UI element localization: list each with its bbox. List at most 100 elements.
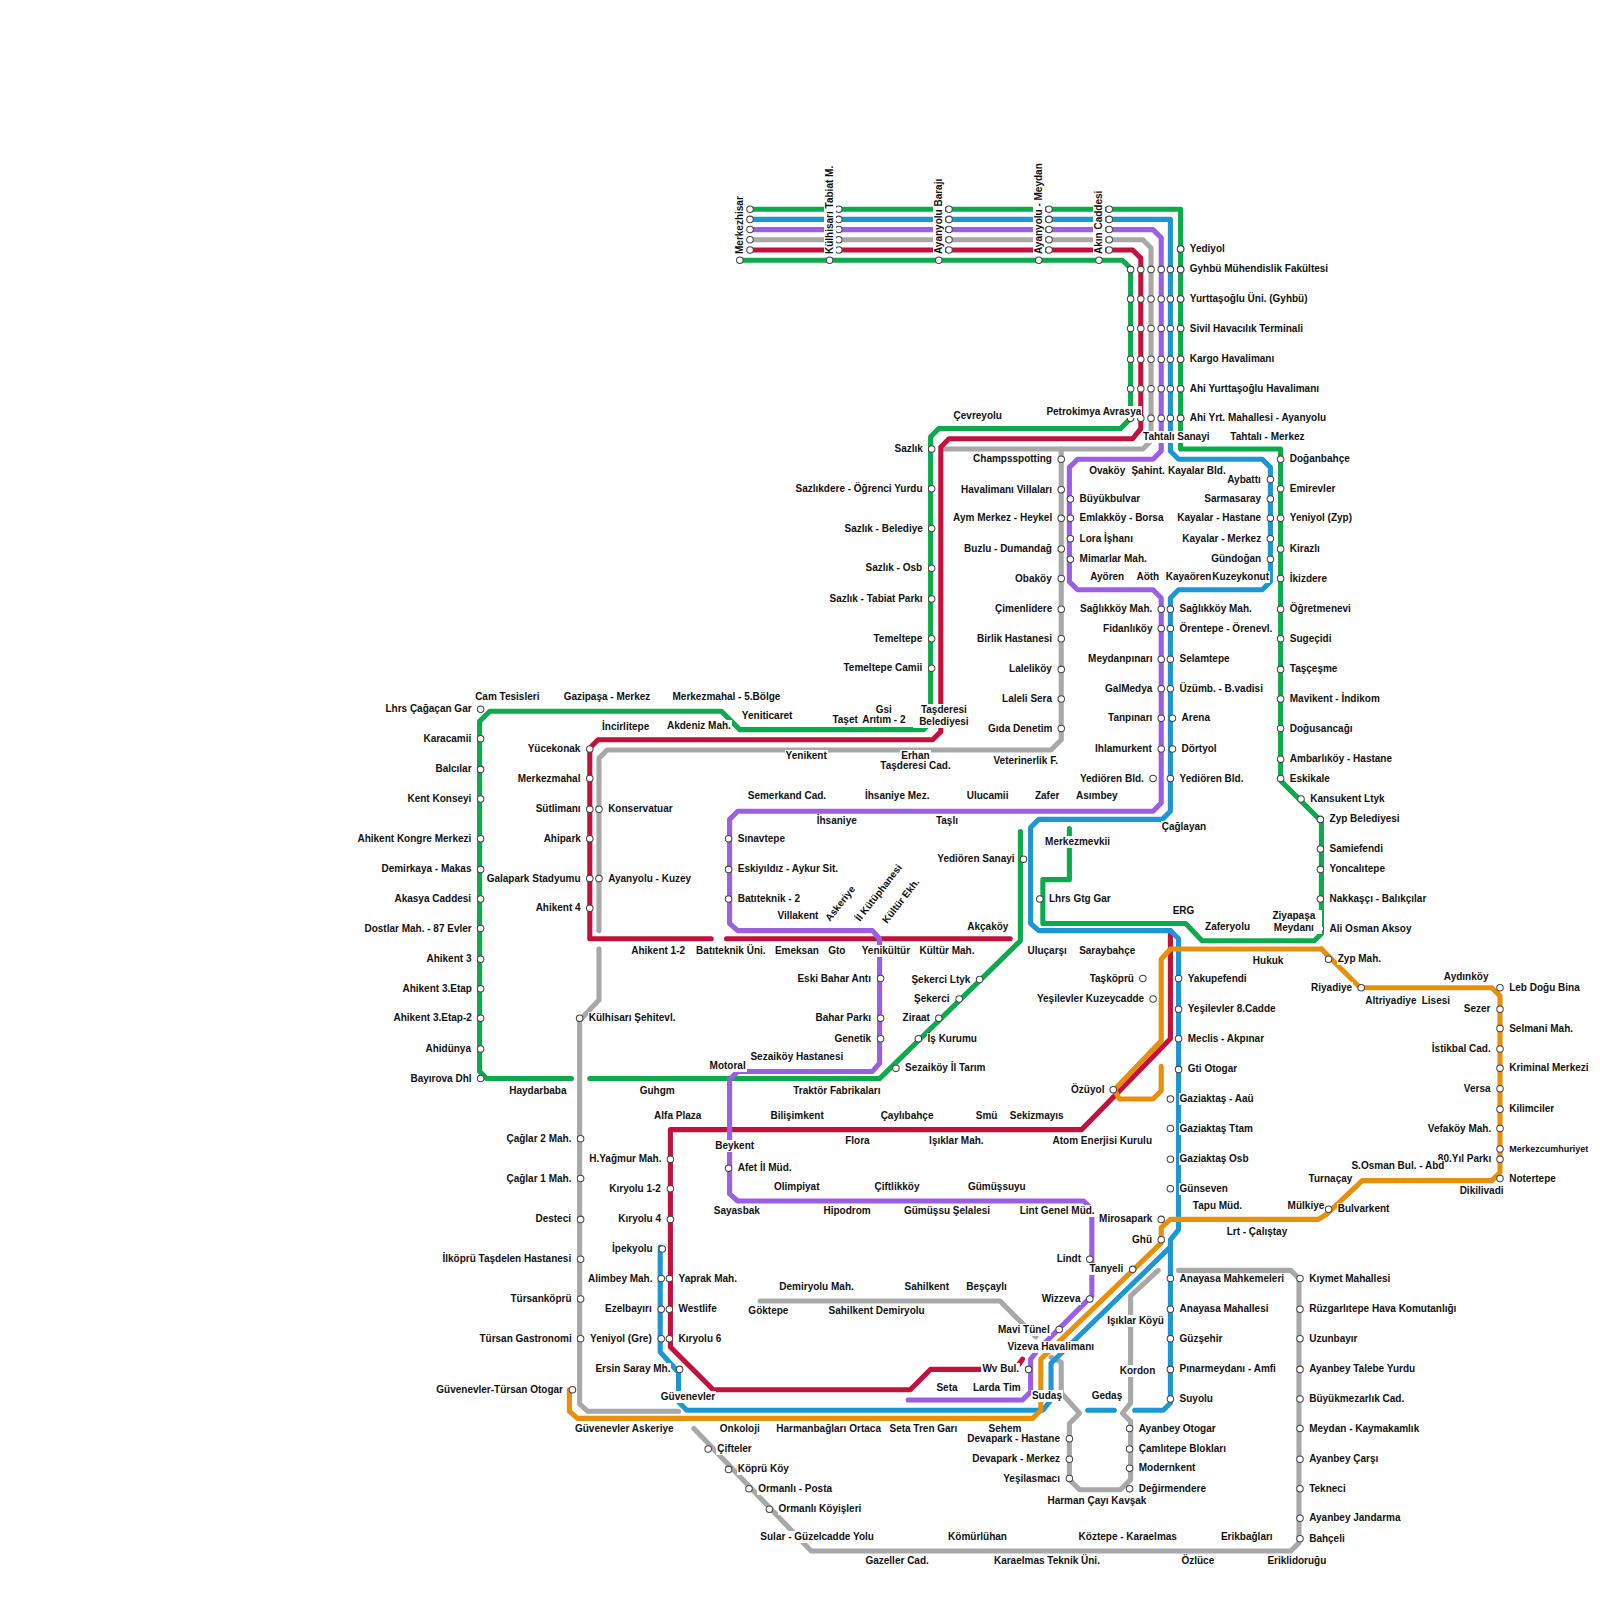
station-dot [1177,266,1184,273]
station-dot [1067,556,1074,563]
station-label: Merkezmevkii [1044,836,1111,848]
station-label: Şekerci [913,993,951,1005]
station-label: Ayanyolu - Meydan [1033,162,1045,255]
station-dot [1126,1465,1133,1472]
station-label: Taşet [831,714,858,726]
station-dot [928,636,935,643]
station-label: Köprü Köy [737,1463,790,1475]
station-dot [1177,415,1184,422]
station-label: Yenikültür [861,945,911,957]
metro-line [727,936,1011,941]
station-label: Aydınköy [1443,971,1490,983]
station-label: Samiefendi [1329,843,1384,855]
station-dot [1110,1087,1117,1094]
station-dot [1177,386,1184,393]
station-dot [1148,325,1155,332]
station-label: Yaprak Mah. [678,1273,738,1285]
station-label: Balcılar [434,763,472,775]
station-label: Westlife [678,1303,718,1315]
station-label: Mimarlar Mah. [1079,553,1148,565]
station-label: Lhrs Çağaçan Gar [384,703,472,715]
station-label: Traktör Fabrikaları [792,1085,881,1097]
station-label: Modernkent [1138,1462,1197,1474]
station-dot [1277,725,1284,732]
station-label: Çağlayan [1161,821,1207,833]
station-label: Karacamii [422,733,472,745]
station-label: Lrt - Çalıştay [1226,1226,1289,1238]
station-label: Vizeva Havalimanı [1007,1341,1096,1353]
station-label: Lora İşhanı [1079,533,1134,545]
station-label: Bulvarkent [1337,1203,1391,1215]
station-label: Harman Çayı Kavşak [1046,1495,1147,1507]
station-dot [1106,247,1113,254]
station-label: Gümüşsu Şelalesi [903,1205,991,1217]
station-label: Tanyeli [1088,1263,1124,1275]
station-label: Ahikent 4 [535,902,582,914]
station-dot [936,1015,943,1022]
station-label: Turnaçay [1308,1173,1354,1185]
station-dot [1277,575,1284,582]
station-dot [477,736,484,743]
station-dot [1126,1425,1133,1432]
station-label: Ambarlıköy - Hastane [1289,753,1393,765]
station-label: Külhisarı Tabiat M. [824,165,836,255]
station-label: Eskiyıldız - Aykur Sit. [737,863,839,875]
station-label: Sugeçidi [1289,633,1333,645]
station-dot [1167,686,1174,693]
station-dot [1277,515,1284,522]
station-label: Kilimciler [1508,1103,1555,1115]
station-dot [1167,656,1174,663]
station-label: Ayanyolu Barajı [933,178,945,255]
station-label: Sahilkent Demiryolu [828,1305,926,1317]
station-dot [1497,1106,1504,1113]
station-label: Bilişimkent [769,1110,824,1122]
station-label: Çaylıbahçe [880,1110,935,1122]
station-dot [477,796,484,803]
station-dot [1148,415,1155,422]
station-label: Champsspotting [972,453,1053,465]
station-label: Flora [844,1135,870,1147]
station-label: Erikbağları [1220,1531,1274,1543]
station-label: Temeltepe [872,633,923,645]
station-label: İpekyolu [611,1243,654,1255]
station-dot [1167,1366,1174,1373]
station-dot [1058,575,1065,582]
station-label: Lhrs Gtg Gar [1048,893,1112,905]
station-label: Taşköprü [1089,973,1135,985]
station-label: Ahi Yurttaşoğlu Havalimanı [1189,383,1320,395]
station-dot [1497,1146,1504,1153]
station-dot [1066,1475,1073,1482]
station-dot [1138,386,1145,393]
station-label: Örentepe - Örenevl. [1179,623,1274,635]
station-dot [1277,456,1284,463]
station-label: Kargo Havalimanı [1189,353,1275,365]
station-label: Buzlu - Dumandağ [963,543,1053,555]
station-dot [658,1275,665,1282]
station-label: Selmani Mah. [1508,1023,1574,1035]
station-dot [1056,1326,1063,1333]
station-dot [1169,746,1176,753]
station-dot [1158,1216,1165,1223]
station-dot [1058,725,1065,732]
station-label: Konservatuar [607,803,673,815]
station-dot [1177,296,1184,303]
station-label: Kayalar Bld. [1167,465,1227,477]
station-label: Ormanlı - Posta [757,1483,833,1495]
station-dot [746,1486,753,1493]
station-dot [1066,1436,1073,1443]
station-dot [946,216,953,223]
station-label: Sağlıkköy Mah. [1079,603,1153,615]
station-label: Sekizmayıs [1009,1110,1065,1122]
metro-line [750,240,1151,449]
station-dot [667,1216,674,1223]
station-dot [1297,1336,1304,1343]
station-dot [1167,1396,1174,1403]
station-label: Ziraat [902,1012,931,1024]
station-label: Ayören [1089,571,1125,583]
station-dot [1167,266,1174,273]
station-label: Dostlar Mah. - 87 Evler [363,923,472,935]
station-label: Kriminal Merkezi [1508,1062,1589,1074]
station-label: Bayırova Dhl [409,1073,472,1085]
metro-line [730,230,1162,1400]
station-dot [1297,1396,1304,1403]
